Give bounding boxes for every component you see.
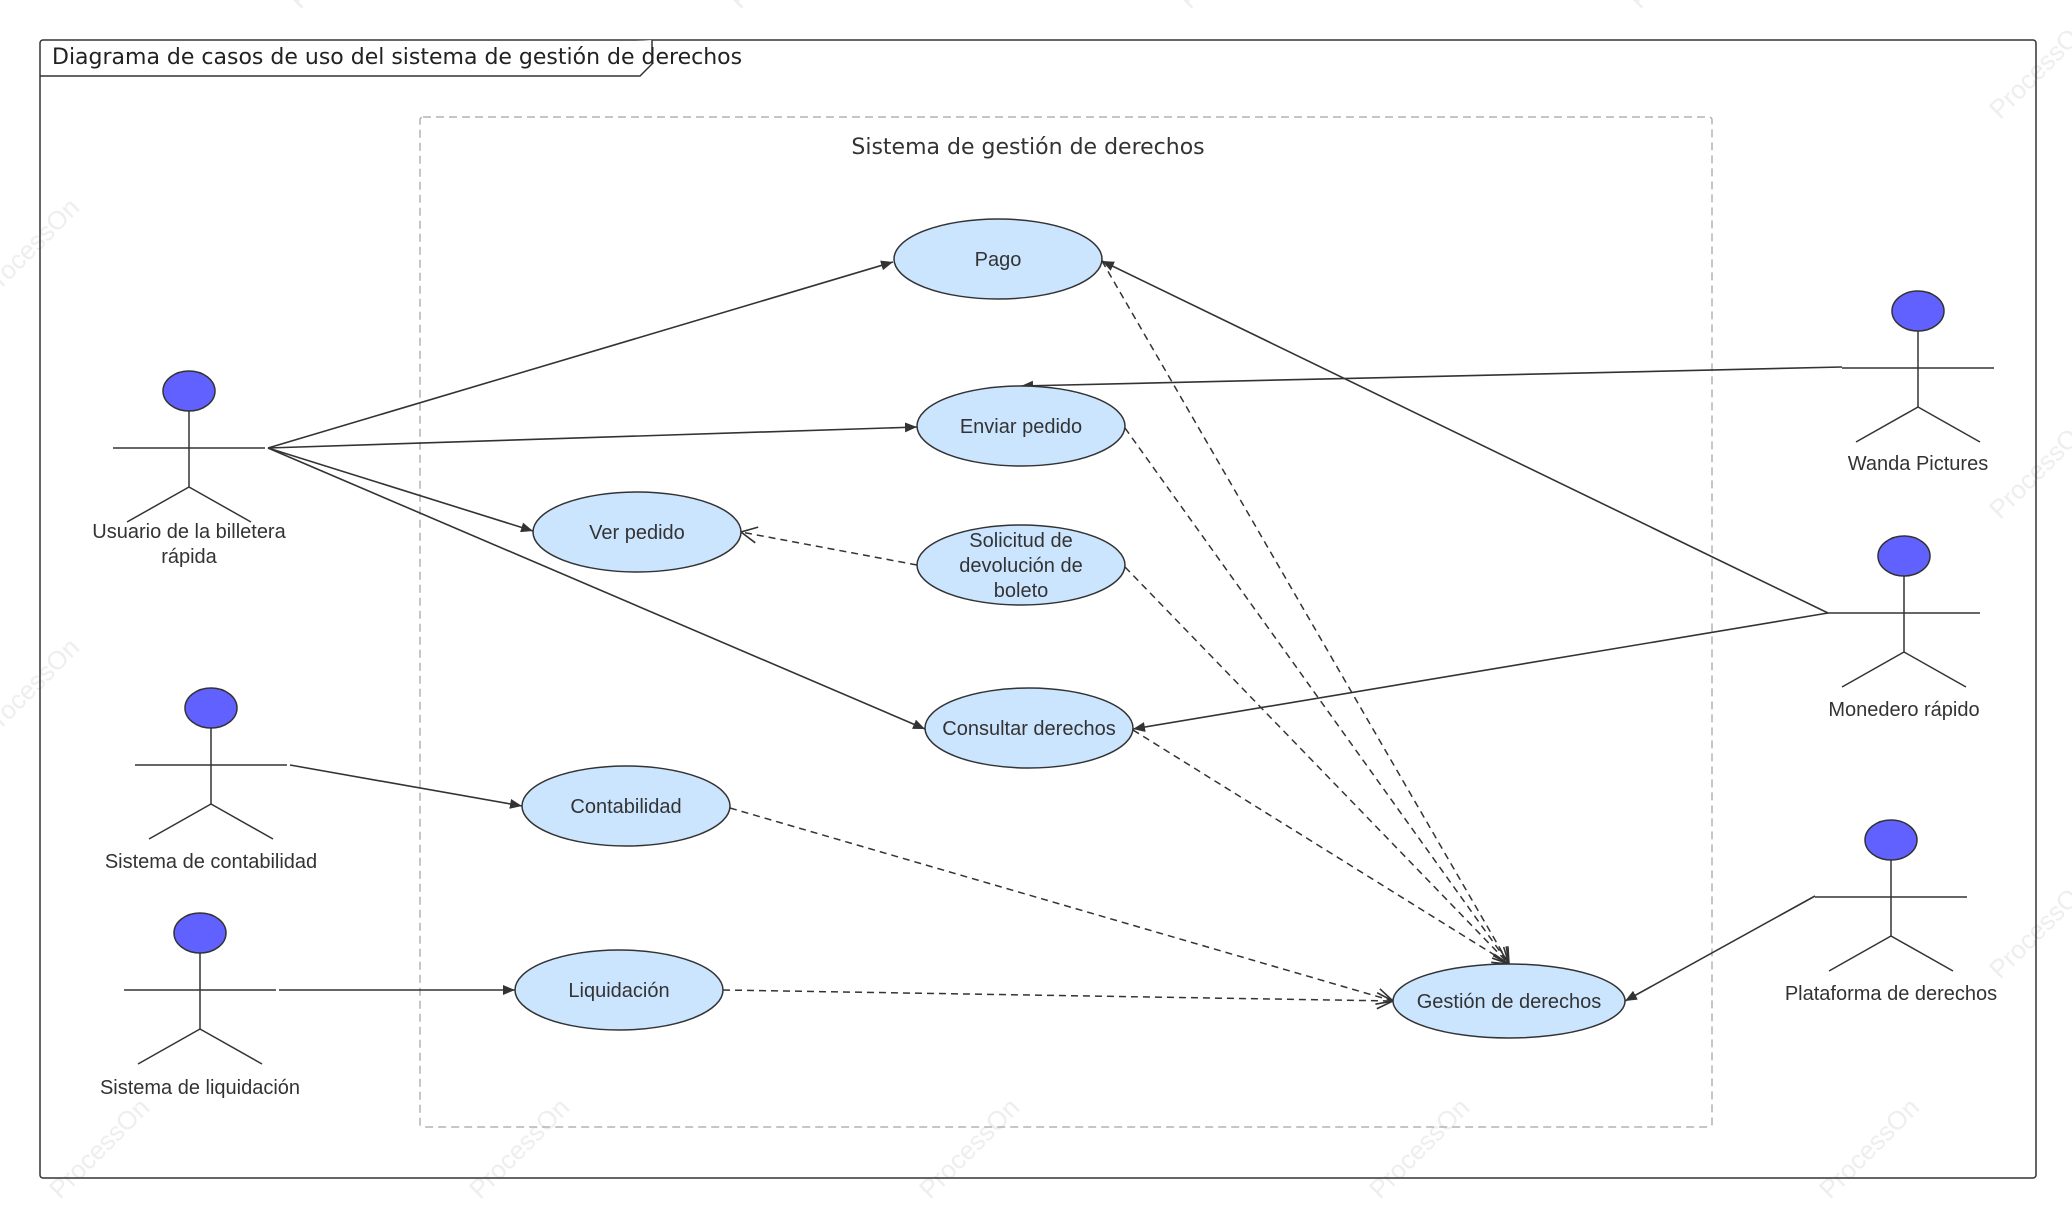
use-case-label: Ver pedido: [589, 522, 685, 544]
actor-leg: [1903, 651, 1967, 688]
actor-leg: [210, 803, 274, 840]
use-case-label: boleto: [994, 580, 1049, 602]
actor-label: rápida: [161, 546, 217, 568]
watermark-text: ProcessOn: [1623, 0, 1735, 14]
use-case-ellipse[interactable]: [532, 491, 742, 573]
actor-head-icon: [1891, 290, 1945, 332]
association-line: [289, 764, 523, 809]
association-line: [267, 260, 894, 449]
use-case-gestion[interactable]: Gestión de derechos: [1392, 963, 1626, 1039]
actor-leg: [188, 486, 252, 523]
association-line: [267, 422, 918, 449]
watermark-text: ProcessOn: [0, 192, 85, 304]
actor-leg: [1890, 935, 1954, 972]
watermark-text: ProcessOn: [1363, 1092, 1475, 1204]
use-case-ellipse[interactable]: [521, 765, 731, 847]
frame-title: Diagrama de casos de uso del sistema de …: [52, 45, 742, 70]
use-case-ellipse[interactable]: [514, 949, 724, 1031]
relationship-lines: [267, 260, 1843, 1010]
dependency-line: [1124, 427, 1511, 966]
actor-liquidacion[interactable]: Sistema de liquidación: [100, 912, 300, 1099]
dependency-line: [1132, 729, 1511, 965]
actor-leg: [137, 1028, 201, 1065]
actor-label: Monedero rápido: [1828, 699, 1979, 721]
use-case-ver[interactable]: Ver pedido: [532, 491, 742, 573]
use-case-ellipse[interactable]: [893, 218, 1103, 300]
use-case-ellipse[interactable]: [924, 687, 1134, 769]
frame-title-tab: [40, 40, 653, 77]
watermark-text: ProcessOn: [1983, 412, 2072, 524]
system-boundary: [419, 116, 1713, 1128]
watermark-text: ProcessOn: [0, 632, 85, 744]
actor-leg: [148, 803, 212, 840]
dependency-line: [722, 989, 1395, 1010]
system-title: Sistema de gestión de derechos: [851, 135, 1204, 160]
dependency-line: [739, 526, 918, 566]
association-line: [1624, 895, 1816, 1002]
actor-leg: [1828, 935, 1892, 972]
use-case-label: Pago: [975, 249, 1022, 271]
actor-label: Sistema de liquidación: [100, 1077, 300, 1099]
dependency-line: [1124, 566, 1511, 966]
use-case-label: Enviar pedido: [960, 416, 1082, 438]
actor-wanda[interactable]: Wanda Pictures: [1842, 290, 1994, 475]
watermark-text: ProcessOn: [1813, 1092, 1925, 1204]
actor-label: Plataforma de derechos: [1785, 983, 1997, 1005]
use-case-label: Gestión de derechos: [1417, 991, 1602, 1013]
actor-leg: [126, 486, 190, 523]
actor-head-icon: [162, 370, 216, 412]
use-case-ellipse[interactable]: [916, 385, 1126, 467]
use-case-ellipse[interactable]: [916, 524, 1126, 606]
diagram-frame: [39, 39, 2037, 1179]
watermark-text: ProcessOn: [463, 1092, 575, 1204]
use-case-label: Contabilidad: [570, 796, 681, 818]
association-line: [1132, 612, 1829, 732]
watermark-text: ProcessOn: [283, 0, 395, 14]
watermark-text: ProcessOn: [43, 1092, 155, 1204]
watermark-text: ProcessOn: [1983, 12, 2072, 124]
association-line: [267, 447, 926, 730]
watermark-text: ProcessOn: [913, 1092, 1025, 1204]
use-case-label: Liquidación: [568, 980, 669, 1002]
actor-head-icon: [173, 912, 227, 954]
actor-head-icon: [1877, 535, 1931, 577]
use-case-solicitud[interactable]: Solicitud de devolución de boleto: [916, 524, 1126, 606]
actor-monedero[interactable]: Monedero rápido: [1828, 535, 1980, 721]
actor-plataforma[interactable]: Plataforma de derechos: [1785, 819, 1997, 1005]
use-case-contab[interactable]: Contabilidad: [521, 765, 731, 847]
actor-usuario[interactable]: Usuario de la billetera rápida: [92, 370, 287, 568]
actor-contabilidad[interactable]: Sistema de contabilidad: [105, 687, 317, 873]
association-line: [267, 447, 534, 533]
use-case-pago[interactable]: Pago: [893, 218, 1103, 300]
association-line: [1020, 366, 1843, 391]
dependency-line: [1101, 260, 1510, 966]
watermark-text: ProcessOn: [723, 0, 835, 14]
actor-head-icon: [184, 687, 238, 729]
actor-leg: [1855, 406, 1919, 443]
watermark-text: ProcessOn: [1173, 0, 1285, 14]
actor-label: Wanda Pictures: [1848, 453, 1988, 475]
dependency-line: [729, 807, 1395, 1005]
use-case-label: devolución de: [959, 555, 1082, 577]
watermark-text: ProcessOn: [1983, 872, 2072, 984]
actor-leg: [1917, 406, 1981, 443]
use-case-enviar[interactable]: Enviar pedido: [916, 385, 1126, 467]
actor-head-icon: [1864, 819, 1918, 861]
actor-label: Sistema de contabilidad: [105, 851, 317, 873]
actor-leg: [199, 1028, 263, 1065]
actor-leg: [1841, 651, 1905, 688]
use-case-consultar[interactable]: Consultar derechos: [924, 687, 1134, 769]
use-case-label: Consultar derechos: [942, 718, 1115, 740]
association-line: [1101, 260, 1829, 614]
use-case-liquid[interactable]: Liquidación: [514, 949, 724, 1031]
actor-label: Usuario de la billetera: [92, 521, 286, 543]
use-case-label: Solicitud de: [969, 530, 1072, 552]
use-case-ellipse[interactable]: [1392, 963, 1626, 1039]
